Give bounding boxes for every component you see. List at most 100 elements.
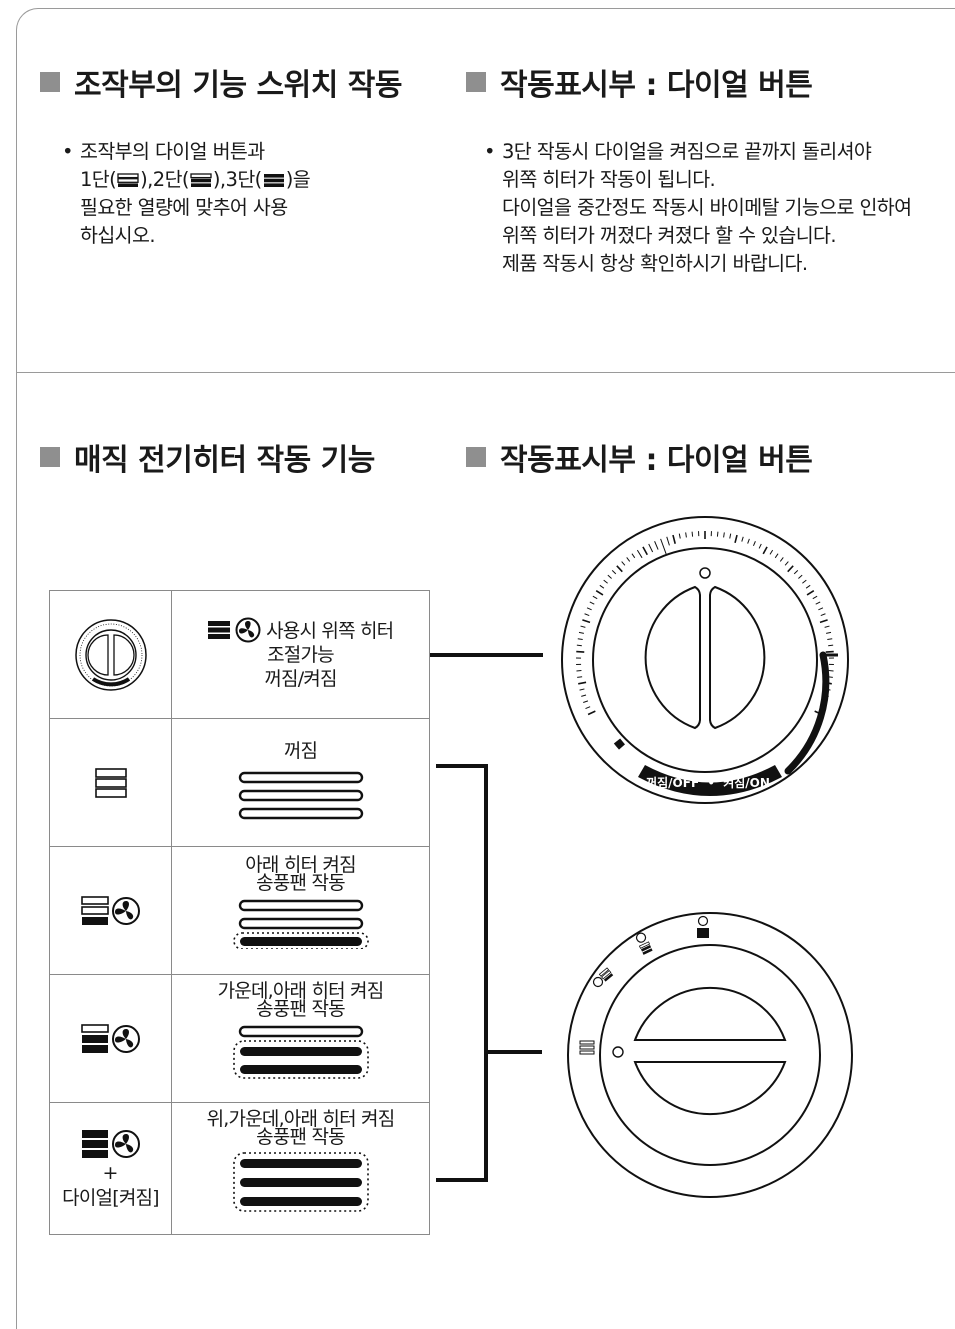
dial-tick <box>763 547 767 554</box>
dial-tick <box>807 591 814 595</box>
level1-icon <box>117 173 139 188</box>
icon-cell <box>50 719 172 847</box>
dial-tick <box>587 608 592 610</box>
table-row: 아래 히터 켜짐 송풍팬 작동 <box>50 847 430 975</box>
heater-mid-diagram <box>231 1025 371 1079</box>
dial-tick <box>577 645 582 646</box>
dial-tick <box>588 711 595 714</box>
heater-high-diagram <box>231 1151 371 1213</box>
heading-text: 작동표시부 : 다이얼 버튼 <box>500 435 812 479</box>
heading-dial-display-top: 작동표시부 : 다이얼 버튼 <box>466 60 812 104</box>
heading-text: 작동표시부 : 다이얼 버튼 <box>500 60 812 104</box>
mode-marker-off-icon <box>580 1041 594 1054</box>
row-desc: 꺼짐/켜짐 <box>172 667 429 691</box>
dial-tick <box>581 695 586 696</box>
dial-tick <box>686 532 687 537</box>
connector-line <box>436 764 488 768</box>
bullet: • <box>62 138 73 166</box>
dial-off-label: 꺼짐/OFF <box>646 775 699 790</box>
connector-line <box>436 1178 488 1182</box>
level3-icon <box>263 173 285 188</box>
icon-cell <box>50 975 172 1103</box>
row-desc: 송풍팬 작동 <box>172 997 429 1021</box>
heading-heater-function: 매직 전기히터 작동 기능 <box>40 435 375 479</box>
para-line: 조작부의 다이얼 버튼과 <box>80 138 310 166</box>
heading-dial-display-bottom: 작동표시부 : 다이얼 버튼 <box>466 435 812 479</box>
heading-square-icon <box>466 447 486 467</box>
dial-tick <box>622 562 625 566</box>
mode-marker-level2-icon <box>635 931 653 954</box>
dial-tick <box>770 550 773 554</box>
dial-tick <box>576 652 584 653</box>
dial-tick <box>785 562 788 566</box>
temperature-dial[interactable]: 꺼짐/OFF • 켜짐/ON <box>560 515 860 815</box>
heading-square-icon <box>466 72 486 92</box>
para-line: 다이얼을 중간정도 작동시 바이메탈 기능으로 인하여 <box>502 194 911 222</box>
desc-cell: 사용시 위쪽 히터 조절가능 꺼짐/켜짐 <box>172 591 430 719</box>
dial-tick <box>753 541 755 546</box>
dial-tick <box>643 547 647 555</box>
dial-on-label: 켜짐/ON <box>723 775 770 790</box>
level1-fan-icon <box>81 895 141 927</box>
row-desc: 조절가능 <box>172 643 429 667</box>
dial-tick <box>748 539 750 544</box>
row-desc: 꺼짐 <box>172 739 429 763</box>
desc-cell: 꺼짐 <box>172 719 430 847</box>
function-table: 사용시 위쪽 히터 조절가능 꺼짐/켜짐 꺼짐 <box>49 590 430 1235</box>
dial-tick <box>585 614 590 616</box>
dial-tick <box>802 580 806 583</box>
para-line: 제품 작동시 항상 확인하시기 바랍니다. <box>502 250 911 278</box>
mini-dial-icon <box>73 617 149 693</box>
heading-text: 조작부의 기능 스위치 작동 <box>74 60 402 104</box>
dial-tick <box>735 535 737 543</box>
dial-tick <box>585 707 590 709</box>
dial-tick <box>828 645 833 646</box>
dial-tick <box>637 550 642 558</box>
para-line: 3단 작동시 다이얼을 켜짐으로 끝까지 돌리셔야 <box>502 138 911 166</box>
fan-icon <box>235 617 261 643</box>
dial-tick <box>581 626 586 627</box>
dial-tick <box>827 639 832 640</box>
heading-switch-function: 조작부의 기능 스위치 작동 <box>40 60 402 104</box>
dial-tick <box>820 620 828 622</box>
dial-tick <box>826 632 831 633</box>
dial-on-caption: 다이얼[켜짐] <box>50 1186 171 1210</box>
dial-tick <box>582 620 590 622</box>
dial-tick <box>593 596 597 598</box>
dial-tick <box>724 532 725 537</box>
dial-tick <box>579 632 584 633</box>
dial-tick <box>596 591 603 595</box>
heading-square-icon <box>40 447 60 467</box>
dial-tick <box>717 532 718 537</box>
dial-tick <box>826 652 834 653</box>
dial-tick <box>788 566 793 572</box>
dial-tick <box>627 557 630 561</box>
dial-tick <box>794 570 798 573</box>
dial-tick <box>730 534 731 539</box>
dial-tick <box>608 575 612 578</box>
heading-text: 매직 전기히터 작동 기능 <box>74 435 375 479</box>
para-line: 위쪽 히터가 작동이 됩니다. <box>502 166 911 194</box>
dial-tick <box>780 557 783 561</box>
dial-tick <box>612 570 616 573</box>
mode-selector-dial[interactable] <box>560 900 860 1200</box>
dial-tick <box>759 544 761 548</box>
dial-tick <box>825 626 830 627</box>
dial-tick <box>632 554 635 558</box>
level2-fan-icon <box>81 1023 141 1055</box>
connector-bracket <box>484 764 488 1182</box>
dial-tick <box>583 701 588 703</box>
heading-square-icon <box>40 72 60 92</box>
dial-tick <box>816 602 820 604</box>
dial-tick <box>578 682 586 683</box>
desc-cell: 가운데,아래 히터 켜짐 송풍팬 작동 <box>172 975 430 1103</box>
heater-low-diagram <box>231 899 371 949</box>
dial-dot: • <box>707 776 715 790</box>
connector-line-bottom <box>484 1050 542 1054</box>
plus-sign: + <box>50 1160 171 1186</box>
para-line: 위쪽 히터가 꺼졌다 켜졌다 할 수 있습니다. <box>502 222 911 250</box>
table-row: 꺼짐 <box>50 719 430 847</box>
dial-tick <box>673 535 675 544</box>
dial-tick <box>604 580 608 583</box>
level0-icon <box>95 768 127 798</box>
